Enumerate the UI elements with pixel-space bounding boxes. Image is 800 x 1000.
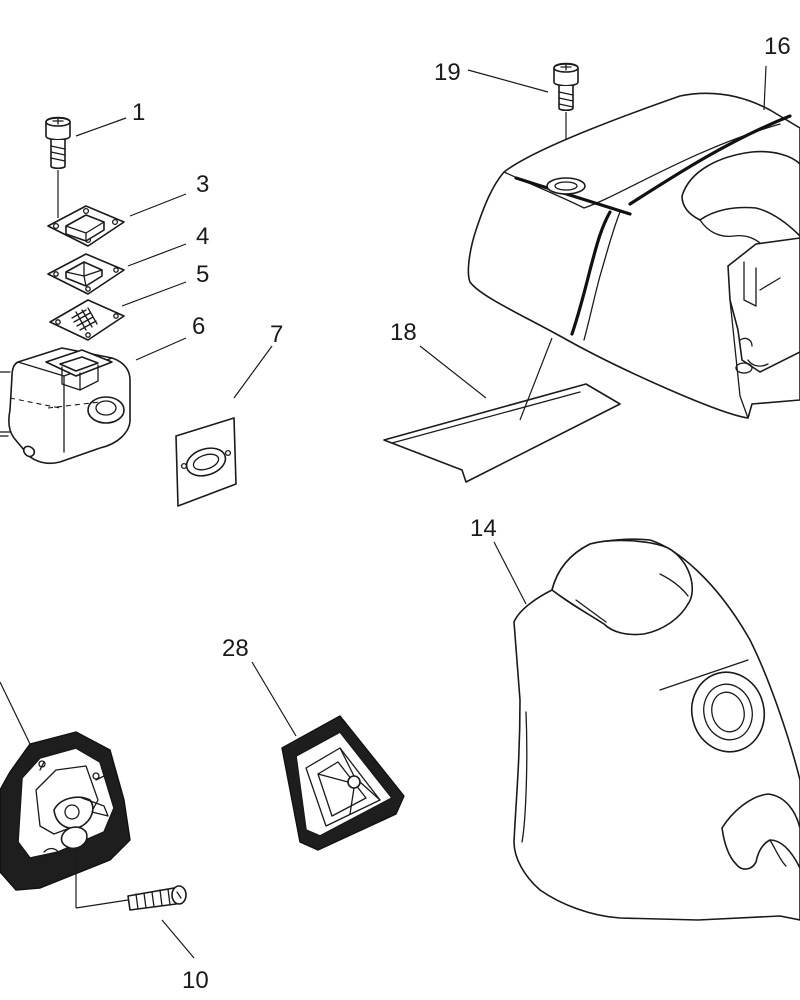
muffler-part-6 [0,347,131,465]
callout-4: 4 [196,223,209,250]
screw-part-1 [45,116,71,218]
intake-assembly [0,731,131,909]
cover-plate-part-3 [47,205,125,247]
screw-part-10 [127,885,187,911]
callout-7: 7 [270,321,283,348]
callout-28: 28 [222,635,249,662]
callout-3: 3 [196,171,209,198]
callout-19: 19 [434,59,461,86]
top-cover-part-16 [467,92,800,419]
callout-16: 16 [764,33,791,60]
screen-part-5 [49,299,125,341]
reed-valve-part-4 [47,253,125,295]
rear-cover-part-14 [513,538,800,921]
callout-6: 6 [192,313,205,340]
callout-18: 18 [390,319,417,346]
callout-1: 1 [132,99,145,126]
callout-14: 14 [470,515,497,542]
air-filter-part-28 [281,715,405,851]
callout-10: 10 [182,967,209,994]
screw-part-19 [553,62,579,176]
gasket-part-7 [175,417,237,507]
leader-lines [0,65,767,959]
callout-5: 5 [196,261,209,288]
decal-part-18 [383,337,621,483]
callout-labels: 1 3 4 5 6 7 10 14 16 18 19 28 [132,33,791,994]
